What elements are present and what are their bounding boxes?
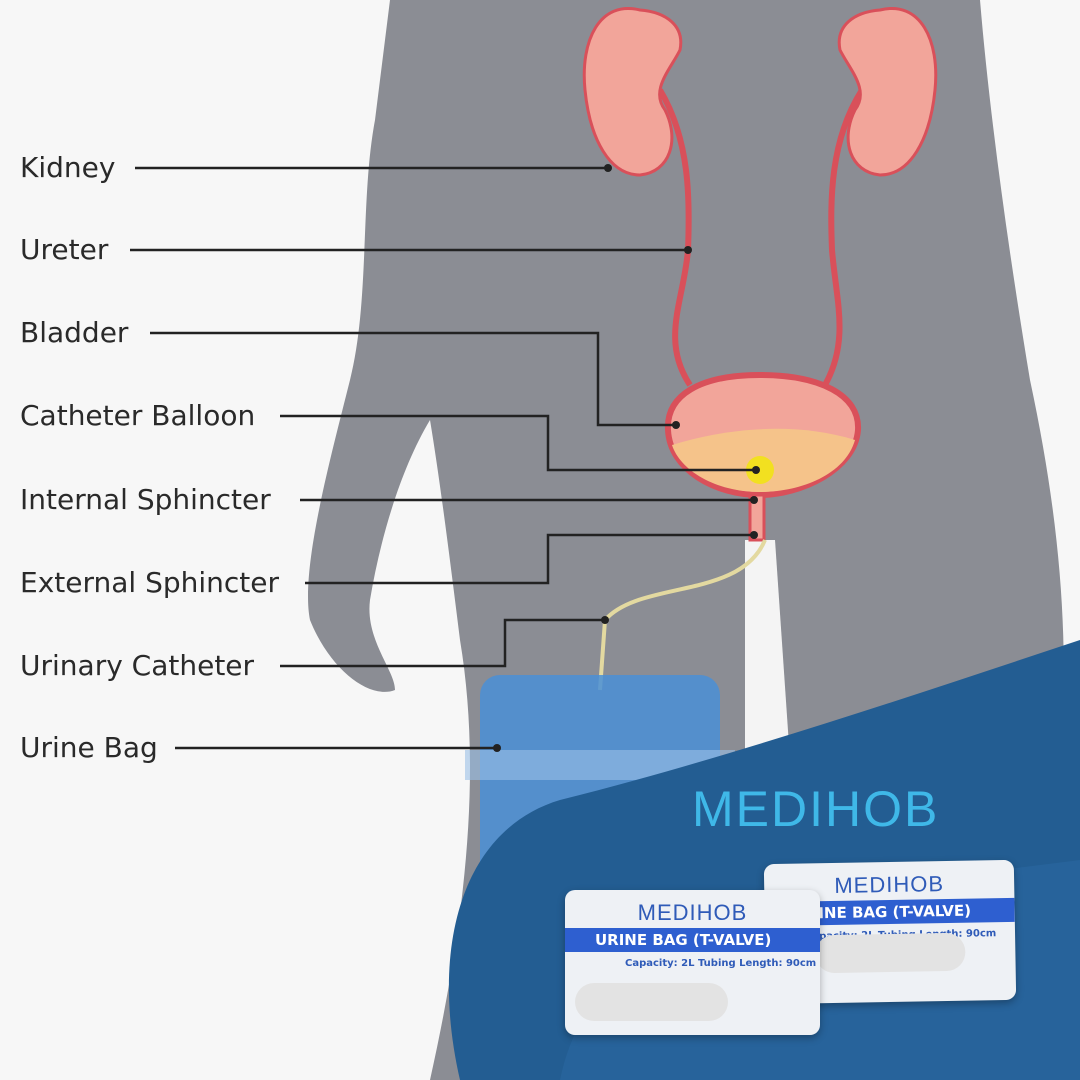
catheter-tube [598,539,767,691]
label-bladder: Bladder [20,316,129,349]
product-package-front: MEDIHOB URINE BAG (T-VALVE) Capacity: 2L… [565,890,820,1035]
leader-lines [130,166,756,750]
label-urinary-catheter: Urinary Catheter [20,649,255,682]
brand-logo: MEDIHOB [692,781,940,837]
label-urine-bag: Urine Bag [20,731,158,764]
package-specs: Capacity: 2L Tubing Length: 90cm [625,958,817,969]
urethra [748,493,766,542]
label-internal-sphincter: Internal Sphincter [20,483,271,516]
leg-gap [745,540,790,760]
package-title: URINE BAG (T-VALVE) [565,928,820,952]
kidney-left [582,7,683,177]
leader-dots [493,164,760,752]
label-catheter-balloon: Catheter Balloon [20,399,256,432]
label-kidney: Kidney [20,151,116,184]
kidney-right [837,7,938,177]
ureter-right [822,88,865,387]
label-external-sphincter: External Sphincter [20,566,279,599]
label-ureter: Ureter [20,233,109,266]
package-brand: MEDIHOB [637,900,748,925]
